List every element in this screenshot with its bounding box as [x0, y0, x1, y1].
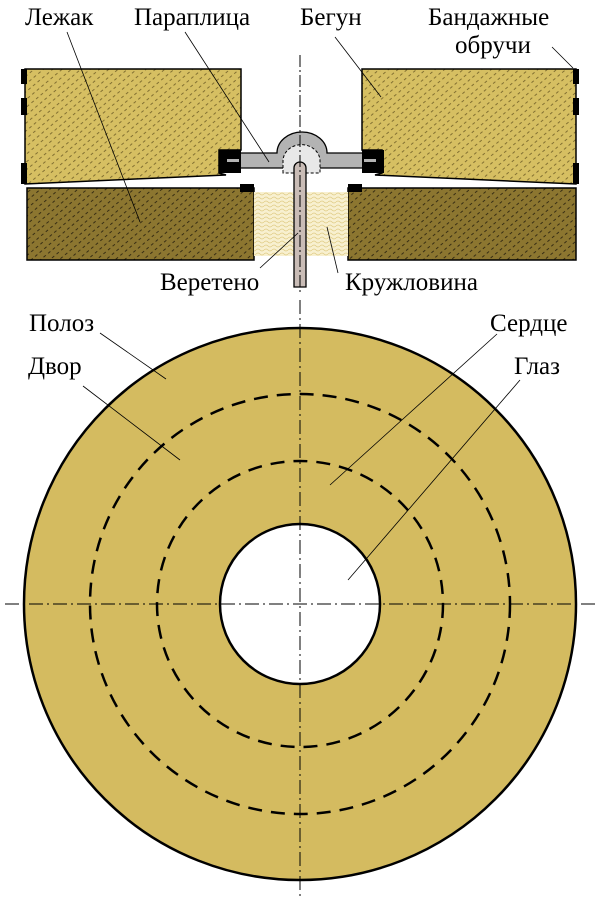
- bed-stone-left: [26, 187, 255, 261]
- label-spindle: Веретено: [160, 269, 259, 296]
- band-hoops: [21, 69, 579, 184]
- label-runner-stone: Бегун: [300, 4, 362, 31]
- bush-block-right: [348, 184, 362, 192]
- label-hoops-line1: Бандажные: [428, 4, 549, 31]
- label-heart: Сердце: [490, 310, 567, 337]
- plan-view: Полоз Двор Сердце Глаз: [5, 300, 596, 900]
- runner-stone-left: [24, 68, 242, 185]
- rynd: [219, 131, 384, 174]
- label-eye: Глаз: [514, 353, 560, 380]
- label-breast: Двор: [28, 353, 82, 380]
- runner-stone-right: [361, 68, 577, 185]
- label-bed-stone: Лежак: [25, 4, 94, 31]
- section-leaders: [66, 31, 574, 274]
- label-hoops-line2: обручи: [455, 32, 531, 59]
- label-rynd: Параплица: [134, 4, 250, 31]
- bush-block-left: [240, 184, 254, 192]
- bed-stone-right: [347, 187, 577, 261]
- label-skirt: Полоз: [29, 310, 94, 337]
- label-eye-filler: Кружловина: [345, 269, 478, 296]
- plan-leaders: [82, 332, 521, 581]
- section-view: Лежак Параплица Бегун Бандажные обручи В…: [21, 4, 579, 296]
